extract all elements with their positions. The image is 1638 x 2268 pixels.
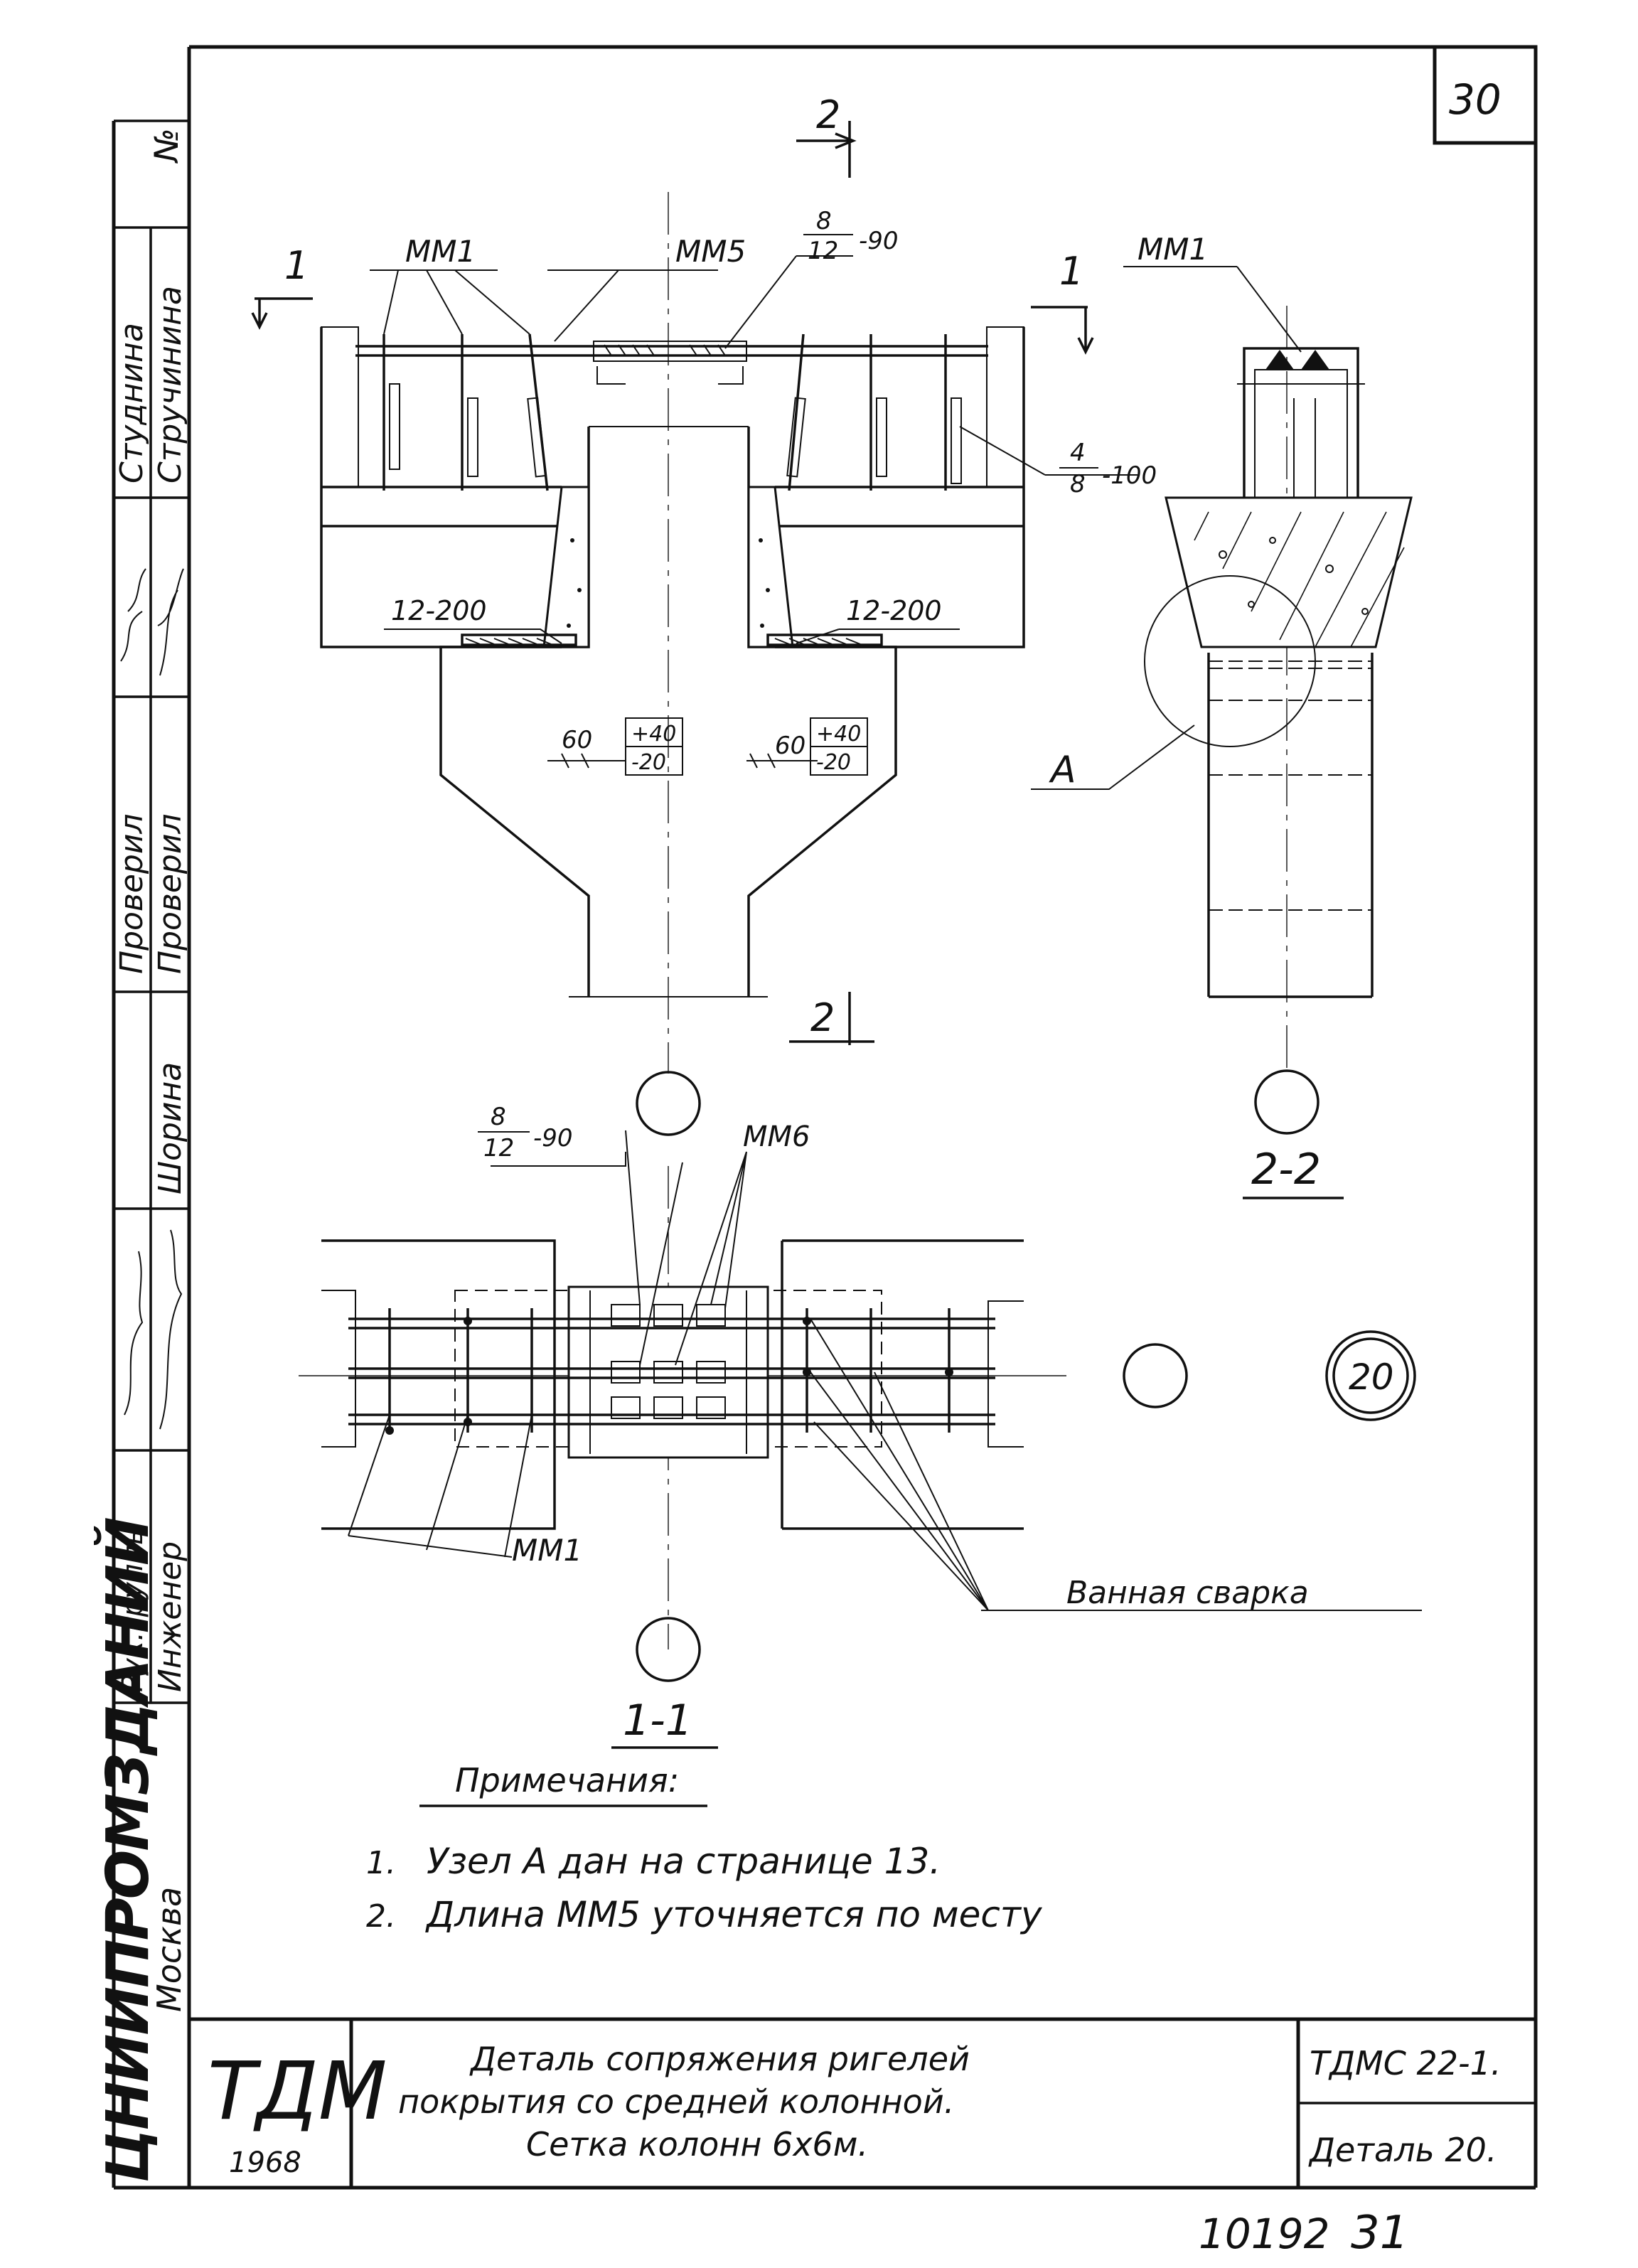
tol-minus-left: -20 bbox=[631, 750, 666, 775]
frac-plan-step: -90 bbox=[533, 1124, 573, 1152]
frac-side-den: 8 bbox=[1070, 470, 1086, 498]
dim-right: 12-200 bbox=[846, 595, 942, 626]
organization-name: ЦНИИПРОМЗДАНИЙ bbox=[94, 1518, 162, 2183]
archive-number: 10192 bbox=[1199, 2210, 1330, 2258]
frac-plan-den: 12 bbox=[483, 1134, 514, 1162]
side-row-4-name: Инженер bbox=[152, 1541, 188, 1692]
organization-block: ЦНИИПРОМЗДАНИЙ Москва bbox=[94, 1518, 188, 2183]
stirrups-right bbox=[786, 333, 962, 491]
label-bath-welding: Ванная сварка bbox=[1066, 1575, 1309, 1611]
title-line-2: покрытия со средней колонной. bbox=[398, 2082, 954, 2121]
number-label: № bbox=[147, 128, 186, 164]
title-block: ТДМ 1968 Деталь сопряжения ригелей покры… bbox=[189, 2017, 1536, 2188]
sheet-number: 30 bbox=[1449, 75, 1502, 124]
axis-bubble-section-2-2 bbox=[1254, 1069, 1320, 1135]
elevation-view: ММ1 ММ5 8 12 -90 4 8 -100 12-200 12-200 … bbox=[251, 92, 1157, 1136]
signature-2 bbox=[124, 1229, 183, 1430]
section-2-2-view: ММ1 А 2-2 bbox=[1031, 232, 1413, 1199]
column-outline bbox=[439, 427, 897, 997]
gap-left: 60 bbox=[562, 726, 592, 754]
side-row-2-name: Проверил bbox=[152, 813, 188, 974]
axis-bubble-plan-right bbox=[1123, 1343, 1188, 1408]
section-mark-1-left: 1 bbox=[284, 243, 309, 288]
tol-plus-left: +40 bbox=[631, 722, 676, 747]
notes-block: Примечания: 1. Узел А дан на странице 13… bbox=[366, 1761, 1043, 1935]
label-mm1-side: ММ1 bbox=[1138, 232, 1208, 267]
dim-left: 12-200 bbox=[391, 595, 487, 626]
frac-top-den: 12 bbox=[808, 237, 838, 265]
side-row-1-name: Студнина bbox=[114, 323, 150, 483]
side-row-3-name: Шорина bbox=[152, 1062, 188, 1194]
side-table: № Студнина Стручинина Проверил Проверил … bbox=[114, 128, 189, 1704]
section-1-1-view: ММ1 Ванная сварка 8 12 -90 ММ6 20 1-1 bbox=[299, 1103, 1422, 1749]
label-mm1-plan: ММ1 bbox=[512, 1533, 582, 1568]
year: 1968 bbox=[229, 2146, 301, 2179]
label-mm5-top: ММ5 bbox=[675, 234, 746, 269]
frac-side-step: -100 bbox=[1102, 461, 1157, 490]
note-2-text: Длина ММ5 уточняется по месту bbox=[425, 1894, 1043, 1935]
frac-top-num: 8 bbox=[816, 207, 832, 235]
title-line-1: Деталь сопряжения ригелей bbox=[469, 2040, 970, 2078]
detail-marker-number: 20 bbox=[1349, 1357, 1394, 1398]
tol-plus-right: +40 bbox=[816, 722, 861, 747]
section-mark-2-bottom: 2 bbox=[810, 995, 835, 1040]
frac-plan-num: 8 bbox=[491, 1103, 506, 1131]
label-mm1-top: ММ1 bbox=[405, 234, 476, 269]
axis-bubble-elevation bbox=[636, 1071, 701, 1136]
stirrups-left bbox=[382, 333, 549, 491]
axis-bubble-plan-bottom bbox=[636, 1617, 701, 1682]
section-mark-2-top: 2 bbox=[816, 92, 840, 137]
side-row-4-role: Рук.группы bbox=[117, 1522, 149, 1692]
node-a-circle bbox=[1144, 575, 1316, 747]
section-2-2-label: 2-2 bbox=[1251, 1145, 1321, 1194]
side-row-1-signature: Стручинина bbox=[152, 286, 188, 483]
note-1-number: 1. bbox=[366, 1845, 396, 1881]
title-line-3: Сетка колонн 6х6м. bbox=[526, 2125, 868, 2163]
note-2-number: 2. bbox=[366, 1898, 396, 1935]
note-1-text: Узел А дан на странице 13. bbox=[427, 1841, 941, 1882]
gap-right: 60 bbox=[775, 732, 805, 760]
signature-1 bbox=[120, 568, 184, 676]
org-logo: ТДМ bbox=[208, 2045, 387, 2138]
frac-top-step: -90 bbox=[859, 227, 899, 255]
label-mm6: ММ6 bbox=[743, 1120, 810, 1153]
sheet-number-box: 30 bbox=[1433, 45, 1538, 145]
tol-minus-right: -20 bbox=[816, 750, 851, 775]
frac-side-num: 4 bbox=[1070, 439, 1086, 467]
notes-heading: Примечания: bbox=[455, 1761, 679, 1799]
section-1-1-label: 1-1 bbox=[623, 1696, 692, 1745]
detail-number: Деталь 20. bbox=[1308, 2131, 1497, 2169]
side-row-2-role: Проверил bbox=[114, 813, 150, 974]
section-mark-1-right: 1 bbox=[1059, 249, 1083, 294]
detail-marker bbox=[1325, 1330, 1416, 1421]
city-name: Москва bbox=[150, 1887, 188, 2012]
page-number: 31 bbox=[1351, 2207, 1408, 2259]
beam-section bbox=[1165, 496, 1413, 648]
designation: ТДМС 22-1. bbox=[1310, 2044, 1502, 2082]
label-node-a: А bbox=[1049, 749, 1076, 791]
